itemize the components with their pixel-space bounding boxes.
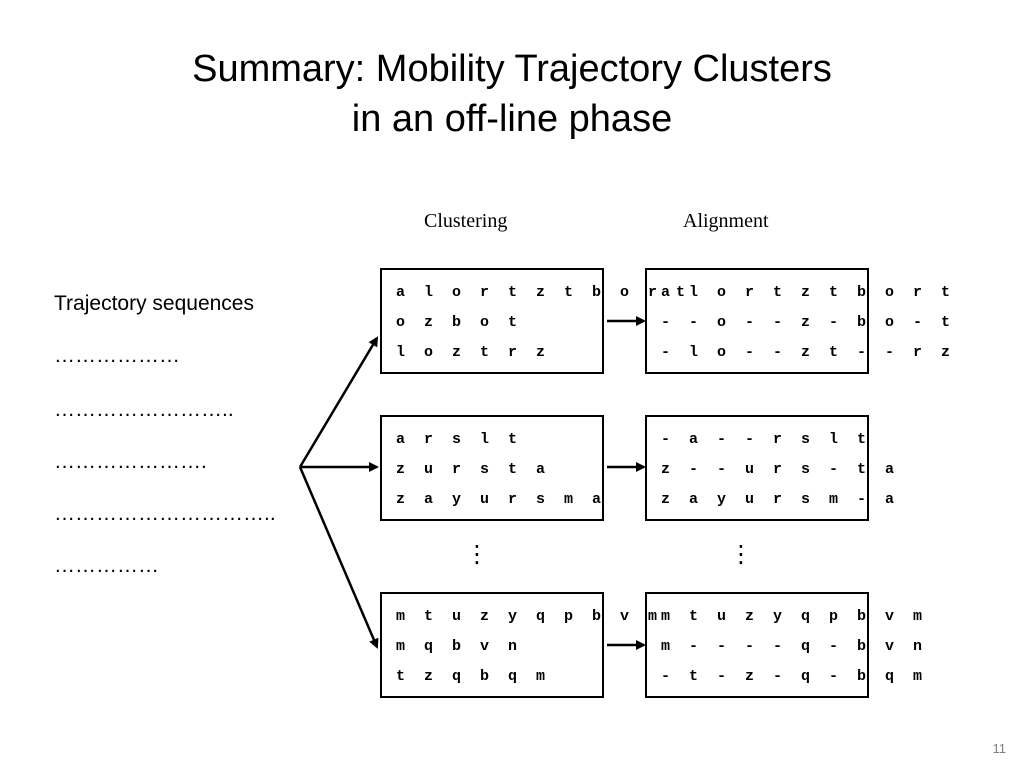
title-line-2: in an off-line phase xyxy=(351,98,673,140)
dotted-line-5: …………… xyxy=(54,554,159,577)
dotted-line-3: …………………. xyxy=(54,450,207,473)
aligned-row: m t u z y q p b v m xyxy=(661,608,928,625)
sequence-row: a l o r t z t b o r t xyxy=(396,284,691,301)
alignment-header: Alignment xyxy=(683,210,769,232)
clustering-box-2: a r s l t z u r s t a z a y u r s m a xyxy=(380,415,604,521)
arrow-to-cluster-3 xyxy=(298,466,379,649)
dotted-line-4: ………………………….. xyxy=(54,502,276,525)
title-line-1: Summary: Mobility Trajectory Clusters xyxy=(192,48,832,90)
sequence-row: a r s l t xyxy=(396,431,523,448)
aligned-row: m - - - - q - b v n xyxy=(661,638,928,655)
aligned-row: - t - z - q - b q m xyxy=(661,668,928,685)
page-number: 11 xyxy=(992,741,1007,756)
trajectory-sequences-label: Trajectory sequences xyxy=(54,292,254,315)
alignment-box-2: - a - - r s l t z - - u r s - t a z a y … xyxy=(645,415,894,521)
aligned-row: - a - - r s l t xyxy=(661,431,872,448)
slide-title: Summary: Mobility Trajectory Clusters in… xyxy=(0,44,1024,144)
aligned-row: z a y u r s m - a xyxy=(661,491,900,508)
sequence-row: t z q b q m xyxy=(396,668,551,685)
alignment-box-1: a l o r t z t b o r t - - o - - z - b o … xyxy=(645,268,950,374)
arrow-to-cluster-1 xyxy=(298,336,379,468)
aligned-row: - l o - - z t - - r z xyxy=(661,344,956,361)
clustering-header: Clustering xyxy=(424,210,508,232)
sequence-row: o z b o t xyxy=(396,314,523,331)
sequence-row: z u r s t a xyxy=(396,461,551,478)
sequence-row: z a y u r s m a xyxy=(396,491,607,508)
aligned-row: - - o - - z - b o - t xyxy=(661,314,956,331)
clustering-box-1: a l o r t z t b o r t o z b o t l o z t … xyxy=(380,268,685,374)
alignment-box-3: m t u z y q p b v m m - - - - q - b v n … xyxy=(645,592,922,698)
dotted-line-1: ……………… xyxy=(54,344,180,367)
dotted-line-2: …………………….. xyxy=(54,398,234,421)
sequence-row: m t u z y q p b v m xyxy=(396,608,663,625)
aligned-row: z - - u r s - t a xyxy=(661,461,900,478)
alignment-ellipsis: ⋮ xyxy=(729,540,753,568)
sequence-row: l o z t r z xyxy=(396,344,551,361)
aligned-row: a l o r t z t b o r t xyxy=(661,284,956,301)
sequence-row: m q b v n xyxy=(396,638,523,655)
clustering-ellipsis: ⋮ xyxy=(465,540,489,568)
clustering-box-3: m t u z y q p b v m m q b v n t z q b q … xyxy=(380,592,657,698)
